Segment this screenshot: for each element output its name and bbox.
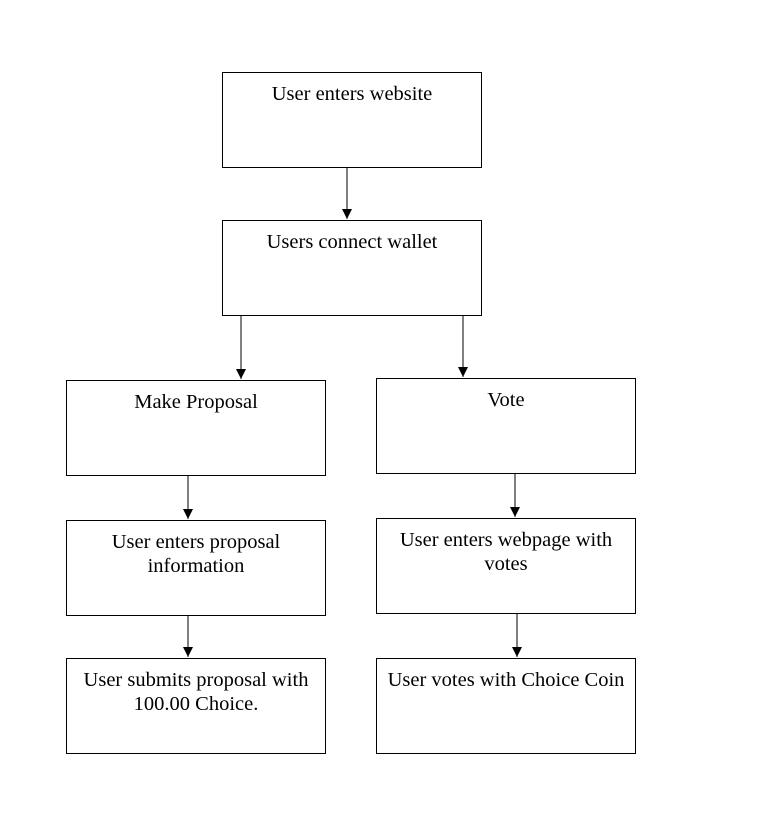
node-user-enters-webpage-with-votes: User enters webpage with votes xyxy=(376,518,636,614)
node-label: User enters website xyxy=(271,83,433,105)
node-label: Vote xyxy=(487,389,525,411)
node-user-enters-proposal-information: User enters proposal information xyxy=(66,520,326,616)
node-user-votes-with-choice-coin: User votes with Choice Coin xyxy=(376,658,636,754)
node-label: Users connect wallet xyxy=(266,231,438,253)
node-user-submits-proposal: User submits proposal with 100.00 Choice… xyxy=(66,658,326,754)
node-users-connect-wallet: Users connect wallet xyxy=(222,220,482,316)
node-label: User enters webpage with votes xyxy=(399,529,613,575)
node-vote: Vote xyxy=(376,378,636,474)
node-make-proposal: Make Proposal xyxy=(66,380,326,476)
node-label: Make Proposal xyxy=(134,391,258,413)
node-user-enters-website: User enters website xyxy=(222,72,482,168)
node-label: User submits proposal with 100.00 Choice… xyxy=(83,669,309,715)
node-label: User votes with Choice Coin xyxy=(387,669,625,691)
node-label: User enters proposal information xyxy=(111,531,281,577)
